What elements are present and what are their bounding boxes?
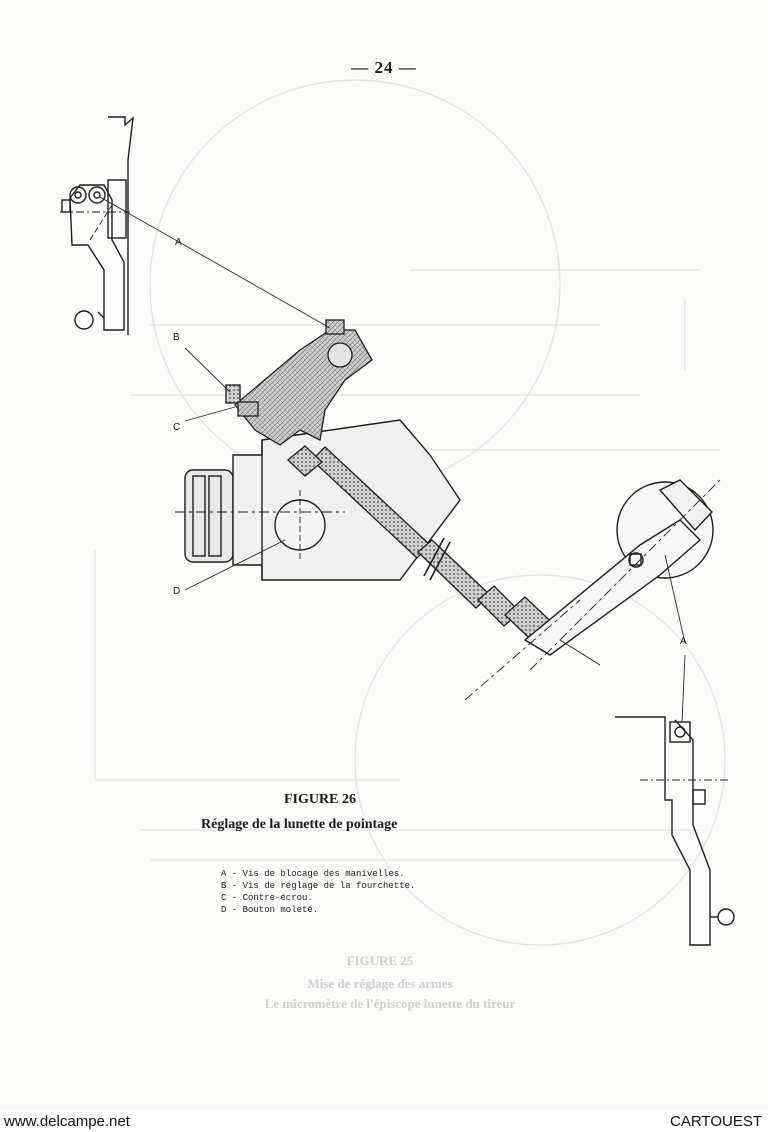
figure-legend: A - Vis de blocage des manivelles. B - V… [221,868,415,916]
legend-item-a: A - Vis de blocage des manivelles. [221,869,405,879]
legend-item-b: B - Vis de réglage de la fourchette. [221,881,416,891]
legend-item-c: C - Contre-écrou. [221,893,313,903]
fork-bracket [225,319,373,446]
footer-seller: CARTOUEST [670,1113,762,1130]
bleed-through-drawing [94,79,726,946]
footer-bar: www.delcampe.net CARTOUEST [0,1110,768,1132]
bleed-through-title: FIGURE 25 [346,953,414,968]
legend-item-d: D - Bouton moleté. [221,905,319,915]
side-view-right [615,716,735,946]
callout-a-right: A [680,636,687,647]
callout-b: B [173,332,180,343]
crank-arm [464,479,721,701]
callout-a-top: A [175,237,182,248]
callout-c: C [173,422,180,433]
figure-title: FIGURE 26 [284,792,356,807]
figure-subtitle: Réglage de la lunette de pointage [201,817,398,832]
callout-d: D [173,586,180,597]
side-view-top-left [60,116,134,335]
footer-source: www.delcampe.net [4,1113,130,1130]
bleed-through-line-1: Mise de réglage des armes [307,976,453,991]
bleed-through-line-2: Le micromètre de l'épiscope lunette du t… [264,996,516,1011]
page-number: — 24 — [351,58,417,77]
leader-lines [99,196,686,723]
